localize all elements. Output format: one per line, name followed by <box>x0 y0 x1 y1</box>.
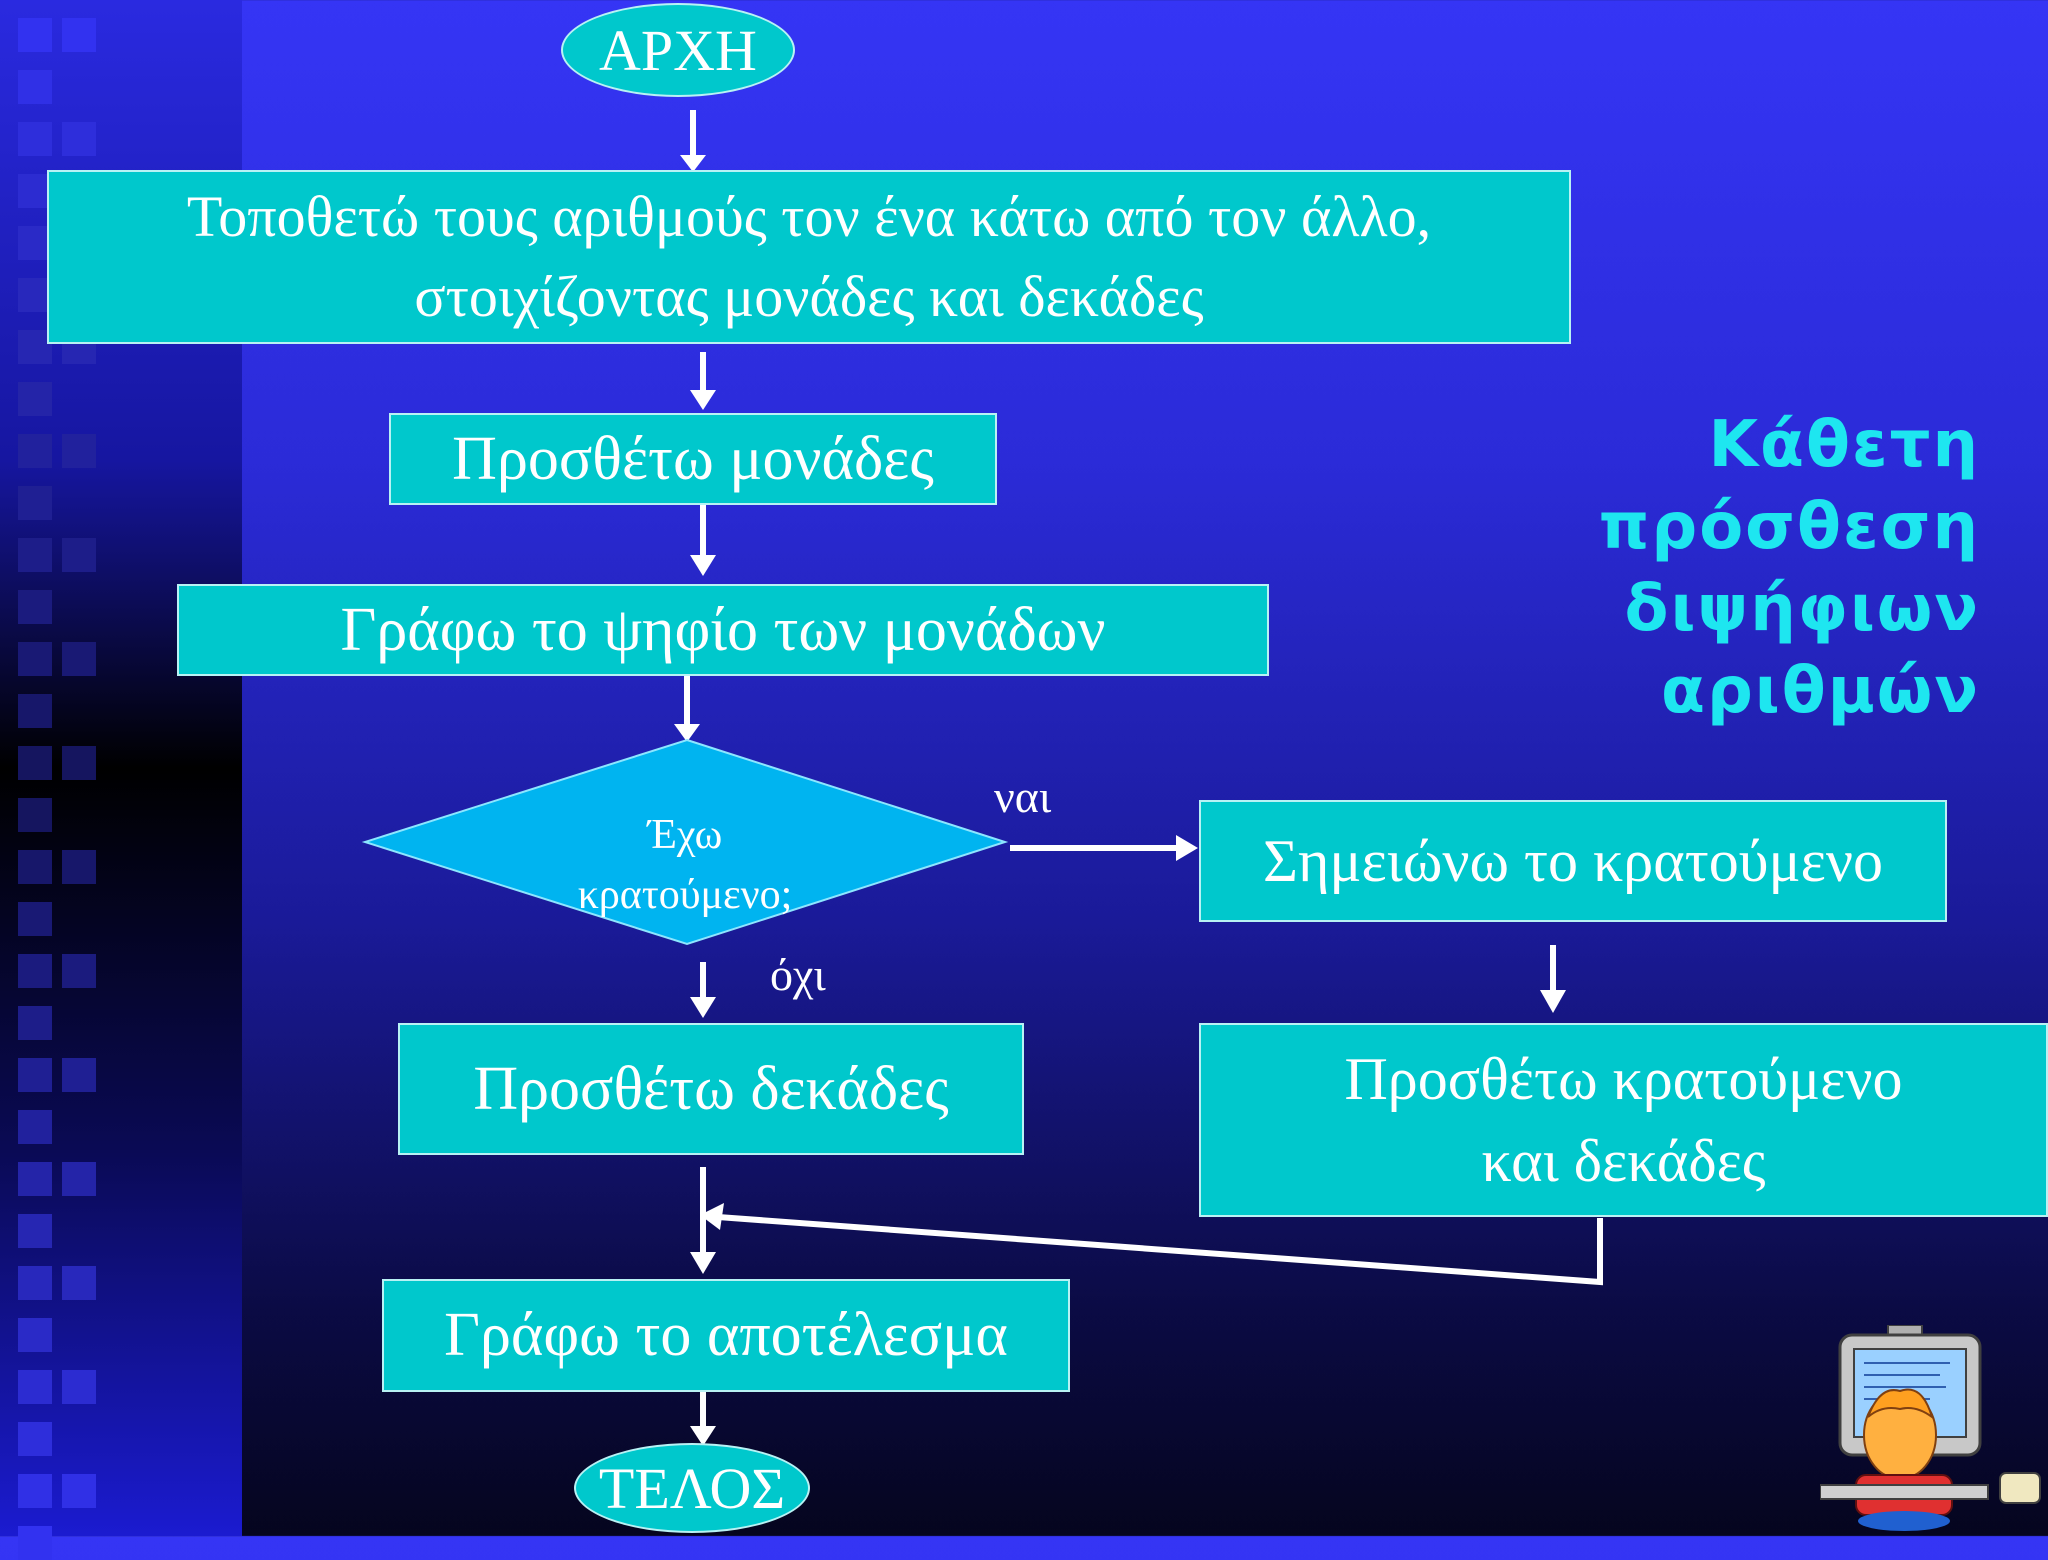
arrowhead <box>690 1252 716 1274</box>
decision-line1: Έχω <box>647 812 723 858</box>
decorative-square <box>18 1162 52 1196</box>
yes-label: ναι <box>994 771 1052 822</box>
decorative-square <box>62 18 96 52</box>
decorative-square <box>18 278 52 312</box>
arrowhead <box>690 997 716 1018</box>
decorative-square <box>62 122 96 156</box>
decorative-square <box>62 954 96 988</box>
computer-user-clipart <box>1820 1325 2041 1531</box>
step-add-tens-label: Προσθέτω δεκάδες <box>473 1054 949 1123</box>
slide-title-line1: Κάθετη πρόσθεση <box>1598 408 1980 564</box>
step-place-numbers-line1: Τοποθετώ τους αριθμούς τον ένα κάτω από … <box>186 184 1432 249</box>
arrowhead <box>1176 835 1198 861</box>
decorative-square <box>18 1110 52 1144</box>
decorative-square <box>62 1266 96 1300</box>
decision-diamond <box>361 738 1009 946</box>
decorative-square <box>18 1058 52 1092</box>
decorative-square <box>18 694 52 728</box>
decorative-square <box>18 1318 52 1352</box>
decorative-square <box>18 1266 52 1300</box>
step-add-carry-line1: Προσθέτω κρατούμενο <box>1344 1046 1903 1112</box>
decorative-square <box>18 642 52 676</box>
connector-yes-merge <box>717 1214 1603 1286</box>
step-add-units: Προσθέτω μονάδες <box>389 413 997 505</box>
decorative-square <box>18 434 52 468</box>
decorative-square <box>62 1162 96 1196</box>
decision-line2: κρατούμενο; <box>577 872 793 918</box>
step-note-carry: Σημειώνω το κρατούμενο <box>1199 800 1947 922</box>
decorative-square <box>18 902 52 936</box>
slide-title: Κάθετη πρόσθεση διψήφιων αριθμών <box>1330 404 1980 732</box>
step-add-carry-and-tens: Προσθέτω κρατούμενο και δεκάδες <box>1199 1023 2048 1217</box>
decorative-square <box>62 1058 96 1092</box>
decorative-square <box>18 122 52 156</box>
start-terminal: ΑΡΧΗ <box>561 3 795 97</box>
decorative-square <box>62 1370 96 1404</box>
end-terminal: ΤΕΛΟΣ <box>574 1443 810 1533</box>
decorative-square <box>18 174 52 208</box>
start-label: ΑΡΧΗ <box>599 17 757 83</box>
arrowhead <box>700 1203 724 1230</box>
decorative-square <box>18 954 52 988</box>
decorative-square <box>18 1214 52 1248</box>
decorative-square <box>18 590 52 624</box>
step-write-result: Γράφω το αποτέλεσμα <box>382 1279 1070 1392</box>
decorative-square <box>62 538 96 572</box>
decorative-square <box>18 330 52 364</box>
slide-title-line2: διψήφιων αριθμών <box>1624 572 1980 728</box>
arrowhead <box>1540 990 1566 1013</box>
decorative-square <box>62 850 96 884</box>
end-label: ΤΕΛΟΣ <box>598 1455 786 1521</box>
decorative-square <box>18 1474 52 1508</box>
arrowhead <box>690 1426 716 1446</box>
decorative-square <box>18 226 52 260</box>
step-add-carry-line2: και δεκάδες <box>1481 1128 1766 1194</box>
decorative-square <box>18 746 52 780</box>
decorative-square <box>18 538 52 572</box>
step-write-units-digit: Γράφω το ψηφίο των μονάδων <box>177 584 1269 676</box>
decorative-square <box>18 1370 52 1404</box>
arrowhead <box>680 155 706 172</box>
decorative-square <box>18 18 52 52</box>
arrowhead <box>690 555 716 576</box>
step-write-result-label: Γράφω το αποτέλεσμα <box>444 1301 1008 1370</box>
step-place-numbers: Τοποθετώ τους αριθμούς τον ένα κάτω από … <box>47 170 1571 344</box>
decorative-square <box>62 642 96 676</box>
decorative-square <box>62 434 96 468</box>
step-add-units-label: Προσθέτω μονάδες <box>452 424 934 493</box>
step-add-tens: Προσθέτω δεκάδες <box>398 1023 1024 1155</box>
decorative-square <box>18 70 52 104</box>
decision-text: Έχω κρατούμενο; <box>510 805 860 925</box>
decorative-square <box>18 382 52 416</box>
decorative-square <box>18 798 52 832</box>
decorative-square <box>18 486 52 520</box>
step-write-units-digit-label: Γράφω το ψηφίο των μονάδων <box>340 595 1106 664</box>
decorative-square <box>62 1474 96 1508</box>
no-label: όχι <box>770 949 826 1000</box>
step-note-carry-label: Σημειώνω το κρατούμενο <box>1263 828 1883 894</box>
step-place-numbers-line2: στοιχίζοντας μονάδες και δεκάδες <box>414 264 1204 329</box>
decorative-square <box>18 1422 52 1456</box>
decorative-square <box>18 1006 52 1040</box>
decorative-square <box>62 746 96 780</box>
decorative-square <box>18 850 52 884</box>
arrowhead <box>690 390 716 410</box>
arrowhead <box>674 724 700 742</box>
